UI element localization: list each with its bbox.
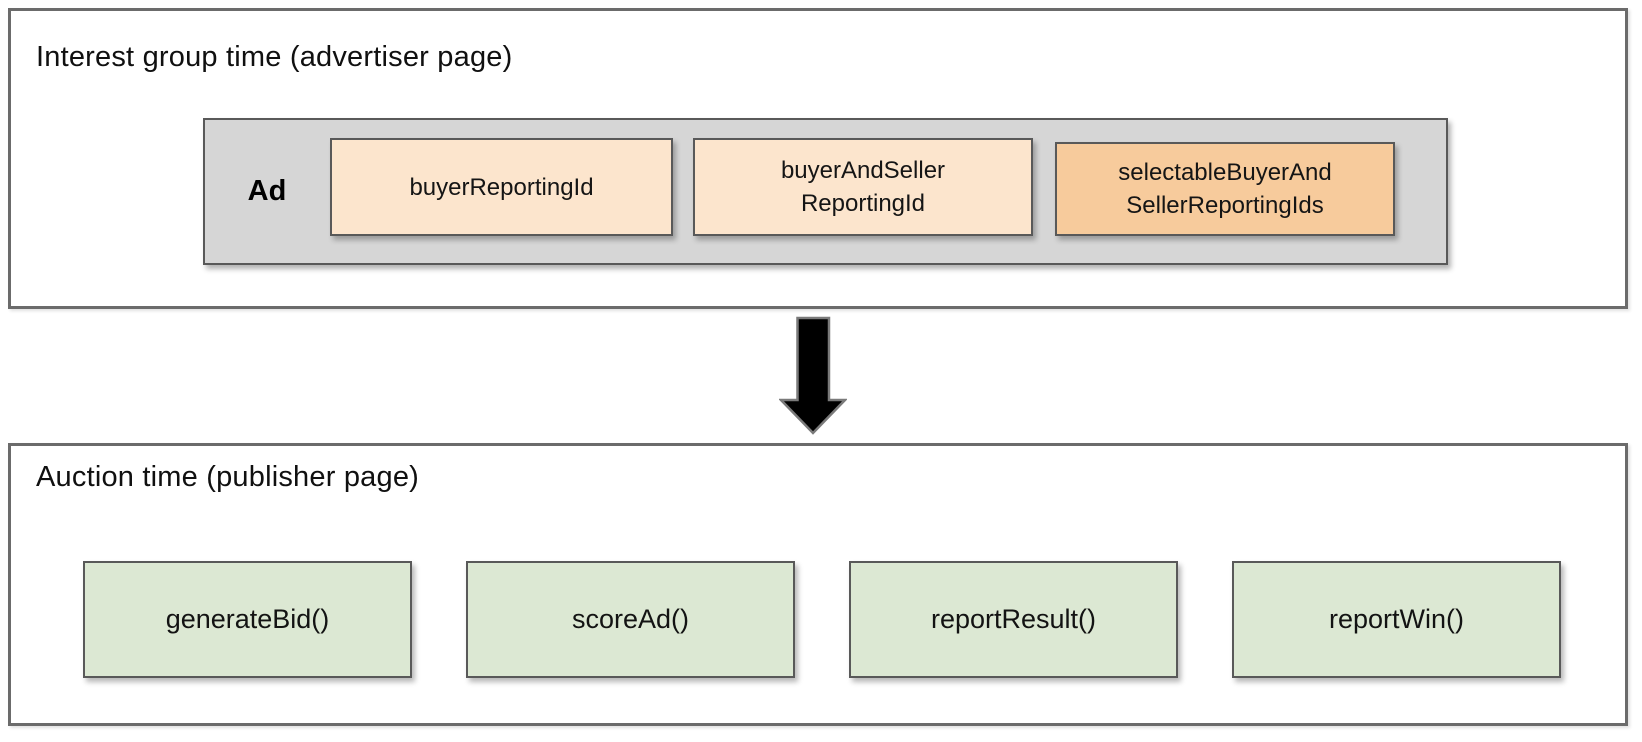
- generate-bid-box: generateBid(): [83, 561, 412, 678]
- buyer-reporting-id-box: buyerReportingId: [330, 138, 673, 236]
- auction-time-section: Auction time (publisher page) generateBi…: [8, 443, 1628, 726]
- ad-label: Ad: [247, 175, 287, 207]
- interest-group-section-title: Interest group time (advertiser page): [36, 41, 513, 73]
- interest-group-time-section: Interest group time (advertiser page) Ad…: [8, 8, 1628, 309]
- auction-section-title: Auction time (publisher page): [36, 461, 419, 493]
- down-arrow-icon: [779, 316, 847, 435]
- score-ad-box: scoreAd(): [466, 561, 795, 678]
- buyer-and-seller-reporting-id-box: buyerAndSeller ReportingId: [693, 138, 1033, 236]
- ad-container: Ad buyerReportingId buyerAndSeller Repor…: [203, 118, 1448, 265]
- report-result-box: reportResult(): [849, 561, 1178, 678]
- report-win-box: reportWin(): [1232, 561, 1561, 678]
- selectable-buyer-and-seller-reporting-ids-box: selectableBuyerAnd SellerReportingIds: [1055, 142, 1395, 236]
